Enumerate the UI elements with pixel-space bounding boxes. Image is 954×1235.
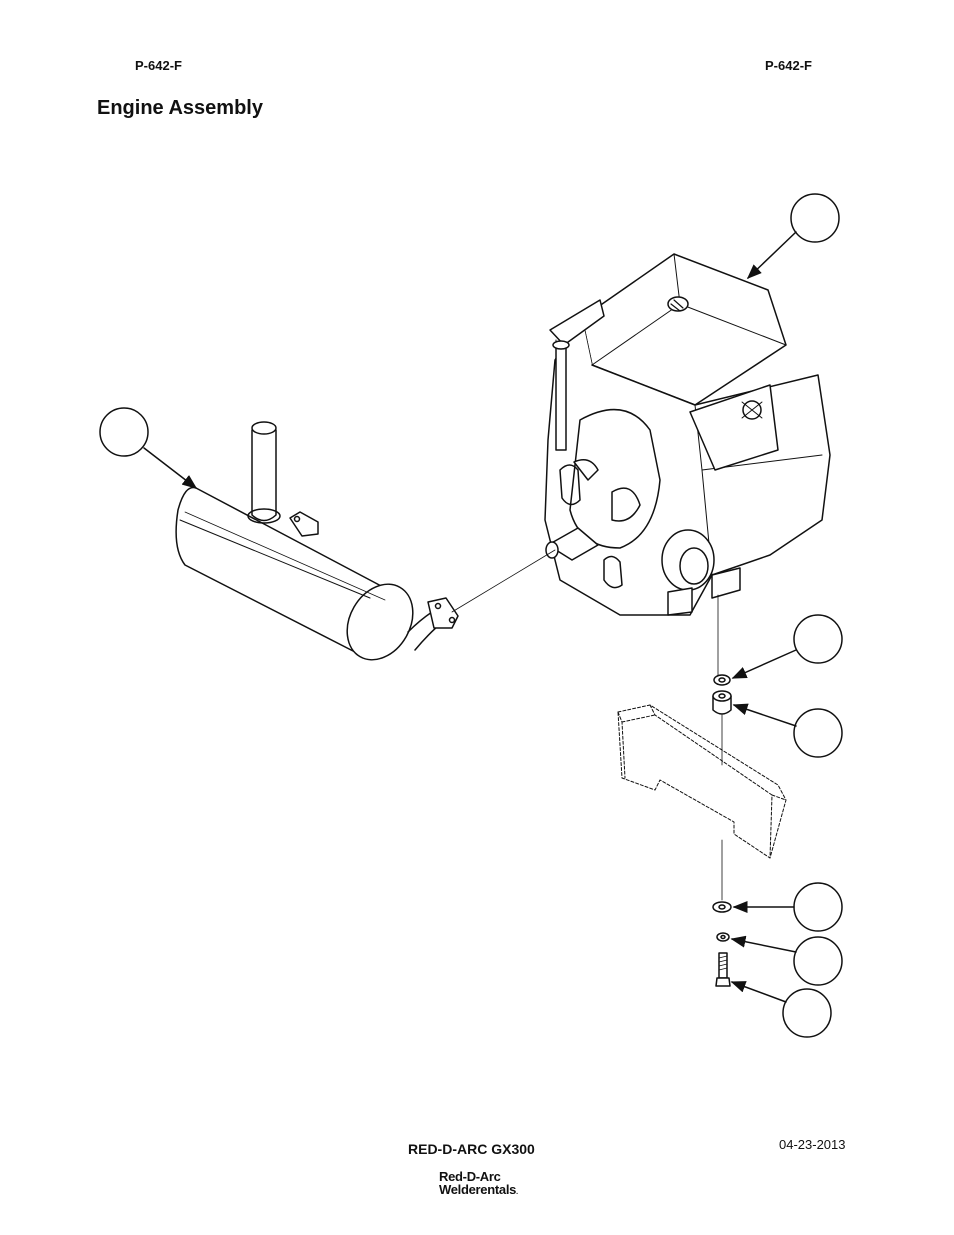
logo-line-2: Welderentals. (439, 1183, 518, 1199)
callout-balloon-washer-bottom (732, 882, 843, 932)
callout-balloon-spacer (732, 703, 843, 758)
washer-top-part (713, 674, 731, 686)
header-part-code-right: P-642-F (765, 58, 812, 73)
lock-washer-part (716, 932, 730, 942)
engine-part (544, 253, 831, 616)
callout-balloon-washer-top (731, 614, 843, 679)
callout-balloon-bolt (730, 981, 832, 1038)
logo-mark: . (516, 1189, 518, 1196)
callout-balloon-lock-washer (730, 935, 843, 986)
company-logo: Red-D-Arc Welderentals. (439, 1170, 518, 1199)
logo-line-1: Red-D-Arc (439, 1169, 501, 1184)
footer-model: RED-D-ARC GX300 (408, 1141, 535, 1157)
bolt-part (715, 952, 731, 987)
callout-balloon-engine (746, 193, 840, 280)
logo-line-2-text: Welderentals (439, 1182, 517, 1197)
page-title: Engine Assembly (97, 97, 263, 119)
footer-date: 04-23-2013 (779, 1137, 846, 1152)
header-part-code-left: P-642-F (135, 58, 182, 73)
engine-mount-bracket (617, 704, 787, 859)
exhaust-centerline (451, 549, 556, 613)
muffler-part (175, 421, 459, 661)
callout-balloon-muffler (99, 407, 198, 489)
washer-bottom-part (712, 901, 732, 913)
spacer-part (712, 690, 732, 715)
